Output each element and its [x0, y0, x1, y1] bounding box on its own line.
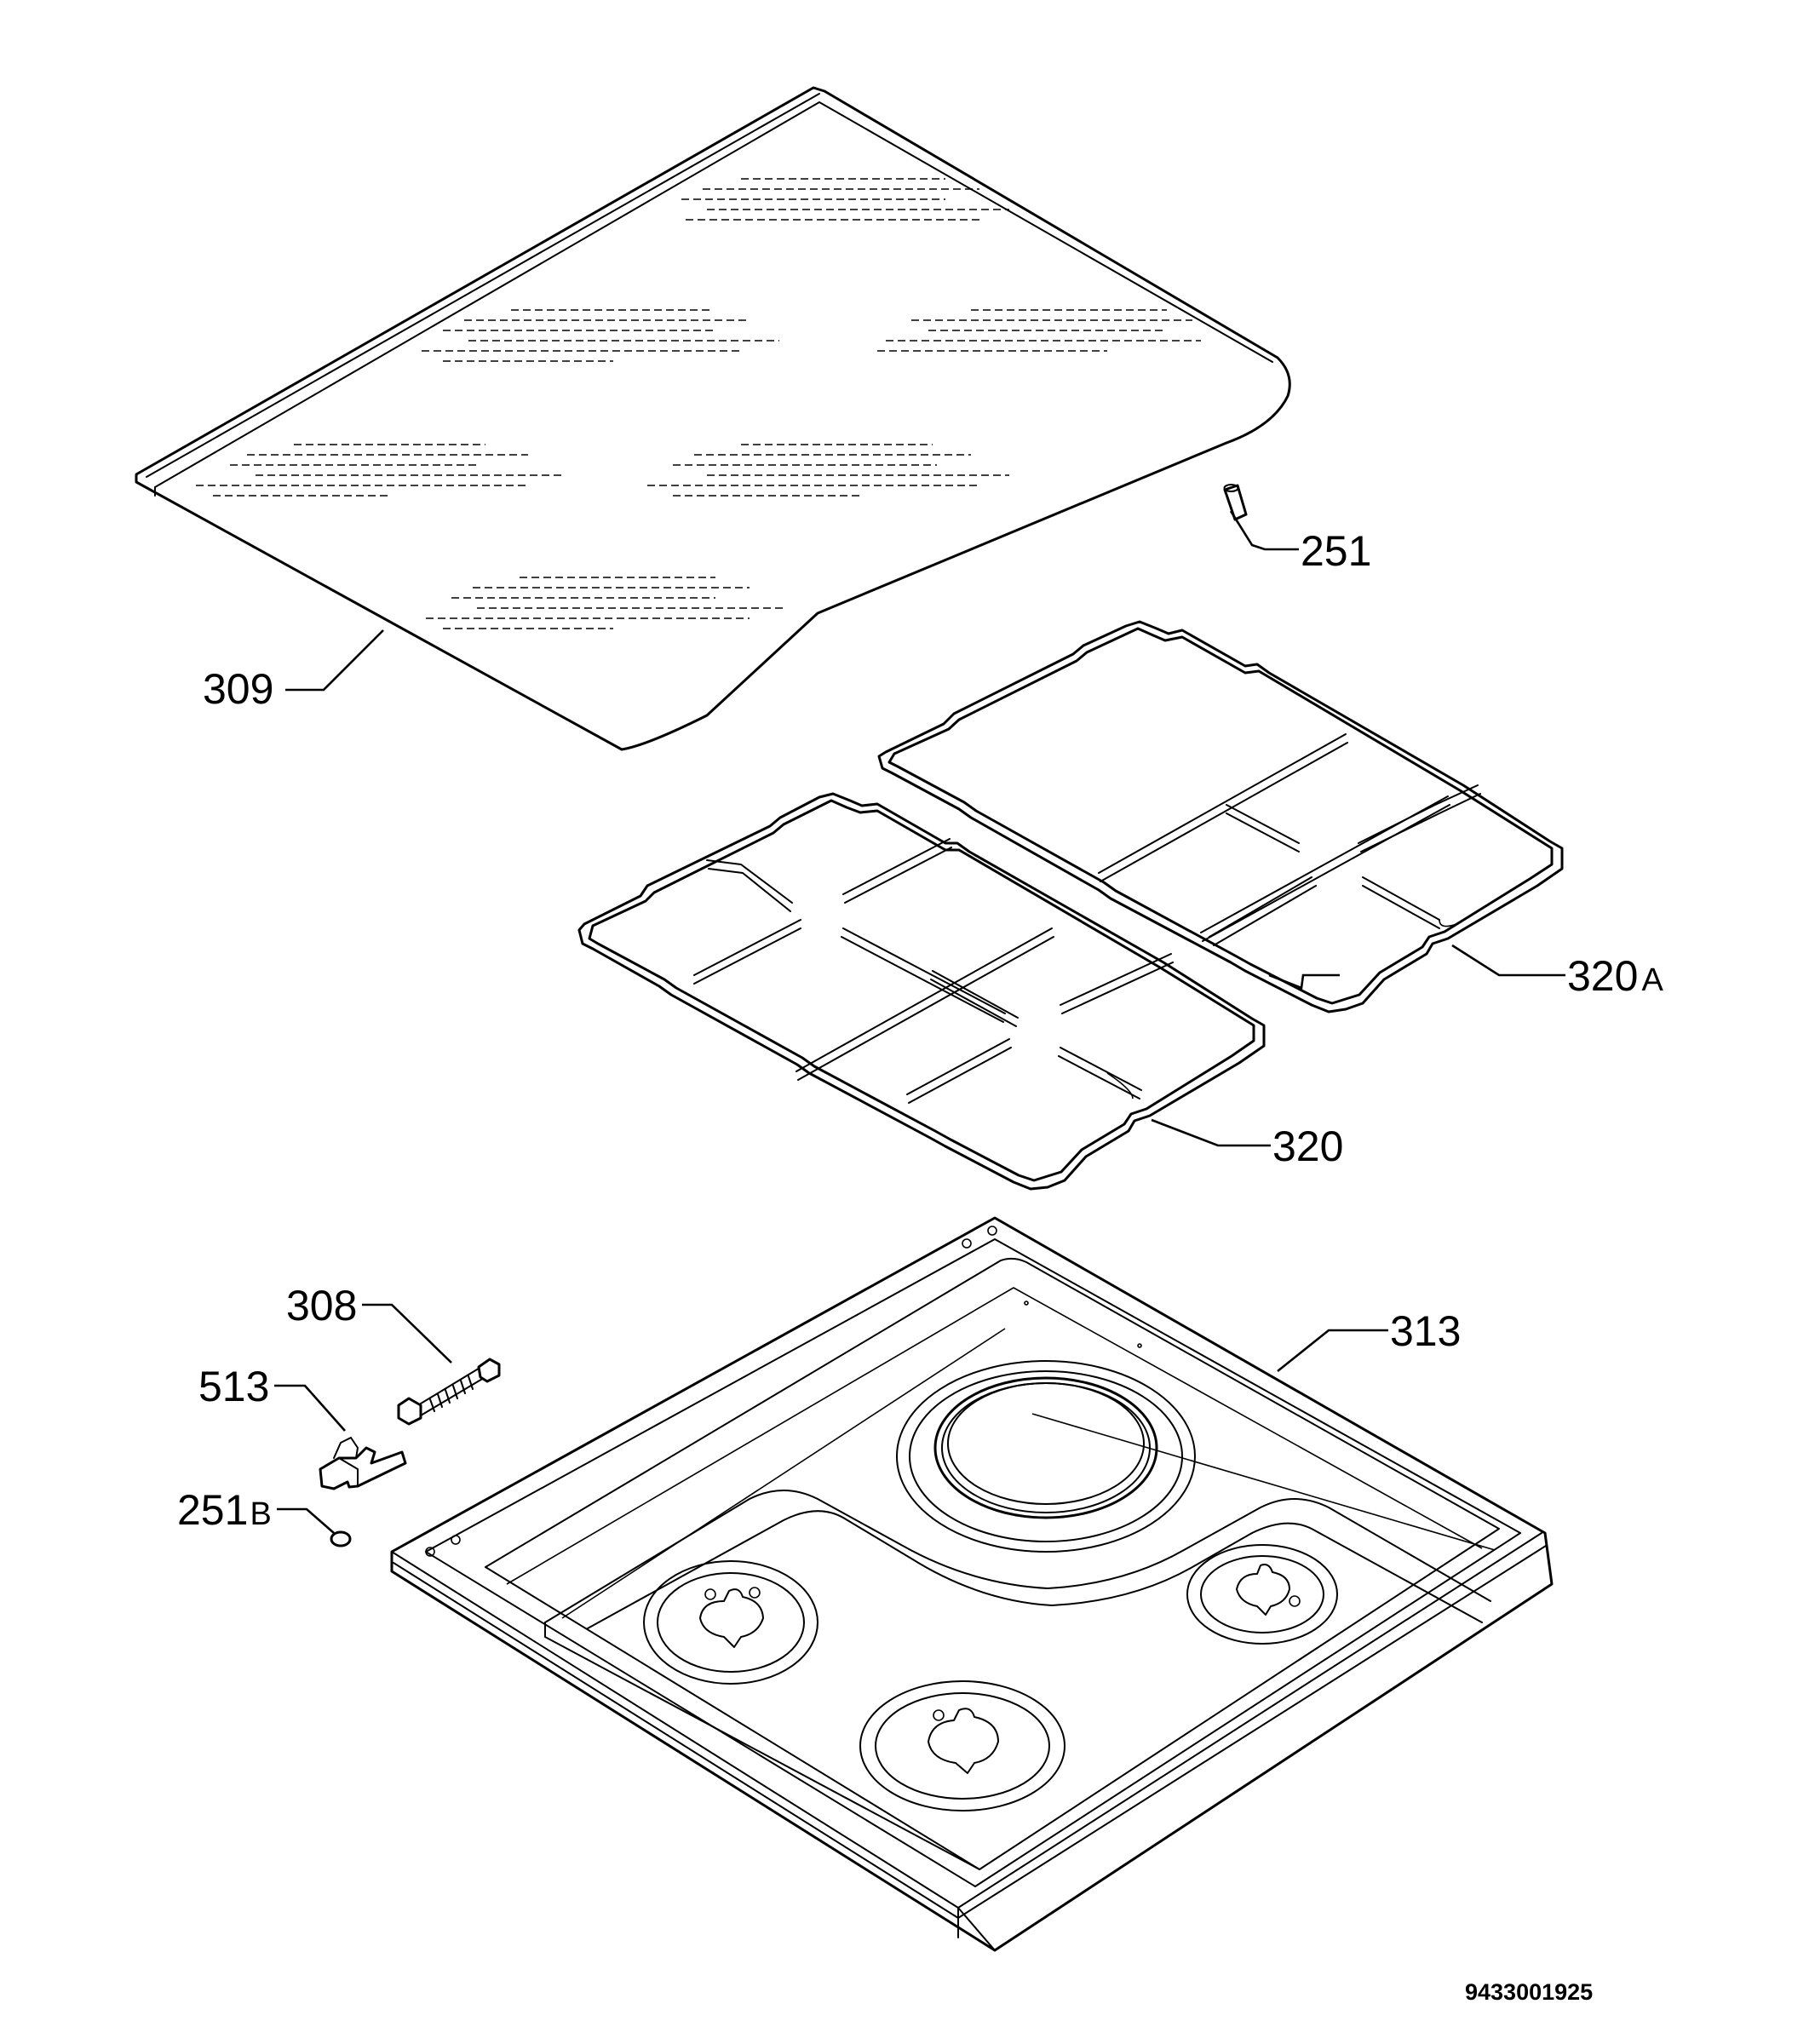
label-320: 320 [1272, 1122, 1343, 1170]
cooktop-tray-313 [390, 1216, 1554, 1952]
label-308: 308 [286, 1282, 357, 1329]
pan-support-320 [577, 792, 1266, 1191]
burner-hole-right [1186, 1544, 1338, 1645]
label-313: 313 [1390, 1307, 1461, 1355]
leader-lines [274, 510, 1565, 1534]
small-part-251 [1223, 484, 1248, 521]
label-251b: 251B [177, 1486, 272, 1534]
label-251b-number: 251 [177, 1486, 248, 1534]
cap-251b [330, 1530, 352, 1547]
label-251: 251 [1301, 527, 1371, 575]
large-burner-hole [896, 1360, 1196, 1553]
label-320a-number: 320 [1567, 952, 1638, 1000]
label-320a-suffix: A [1641, 962, 1663, 998]
label-251b-suffix: B [250, 1496, 271, 1532]
pan-support-320a [877, 620, 1564, 1013]
glass-lid-309 [135, 86, 1291, 751]
bracket-513 [319, 1437, 407, 1490]
burner-hole-left [643, 1560, 818, 1685]
label-309: 309 [203, 665, 273, 713]
burner-hole-front [859, 1680, 1065, 1811]
glass-reflection-marks [196, 178, 1201, 629]
spring-part-308 [397, 1358, 501, 1426]
drawing-code: 9433001925 [1465, 1979, 1593, 2005]
label-513: 513 [198, 1363, 269, 1410]
